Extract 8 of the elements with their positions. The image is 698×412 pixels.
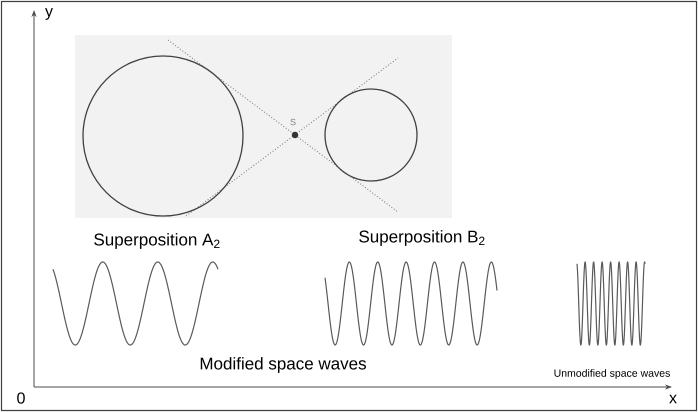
label: y xyxy=(45,8,53,20)
label: Superposition B$_{2}$ xyxy=(359,230,484,246)
label: x xyxy=(669,394,677,404)
label: Unmodified space waves xyxy=(554,369,670,379)
label: 0 xyxy=(17,392,25,404)
label: S xyxy=(290,118,296,126)
label: Modified space waves xyxy=(200,357,366,373)
label: Superposition A$_{2}$ xyxy=(94,233,220,249)
